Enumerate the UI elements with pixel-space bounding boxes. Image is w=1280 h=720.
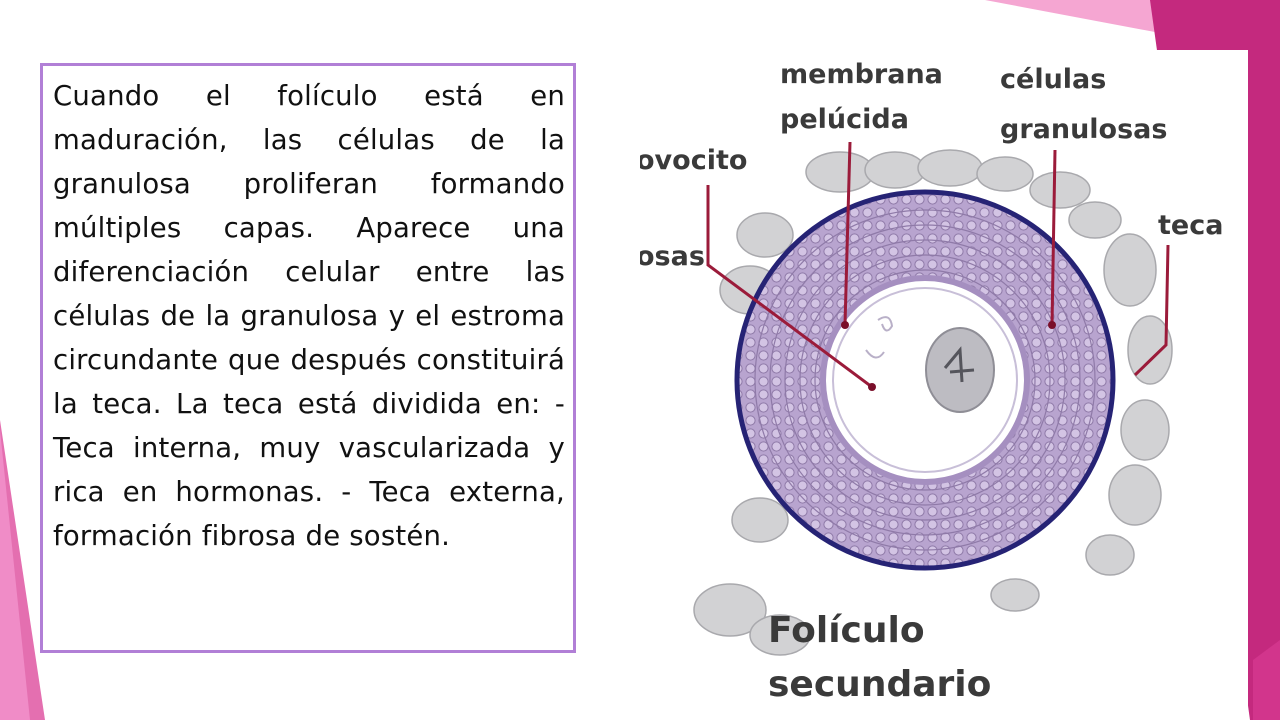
pointer-lines bbox=[706, 141, 1170, 389]
follicle-svg: membrana pelúcida células granulosas ovo… bbox=[640, 50, 1248, 720]
figure-title-line1: Folículo bbox=[768, 610, 925, 651]
label-ovocito: ovocito bbox=[640, 145, 747, 176]
follicle-diagram: membrana pelúcida células granulosas ovo… bbox=[640, 50, 1248, 720]
text-box: Cuando el folículo está en maduración, l… bbox=[40, 63, 576, 653]
label-granulosas: granulosas bbox=[1000, 114, 1167, 145]
figure-title-line2: secundario bbox=[768, 664, 991, 705]
label-pelucida: pelúcida bbox=[780, 104, 909, 135]
label-teca: teca bbox=[1158, 210, 1223, 241]
label-celulas: células bbox=[1000, 64, 1106, 95]
body-text: Cuando el folículo está en maduración, l… bbox=[53, 80, 565, 552]
label-losas: osas bbox=[640, 241, 705, 272]
granulosa-rows bbox=[754, 209, 1096, 551]
label-membrana: membrana bbox=[780, 59, 943, 90]
